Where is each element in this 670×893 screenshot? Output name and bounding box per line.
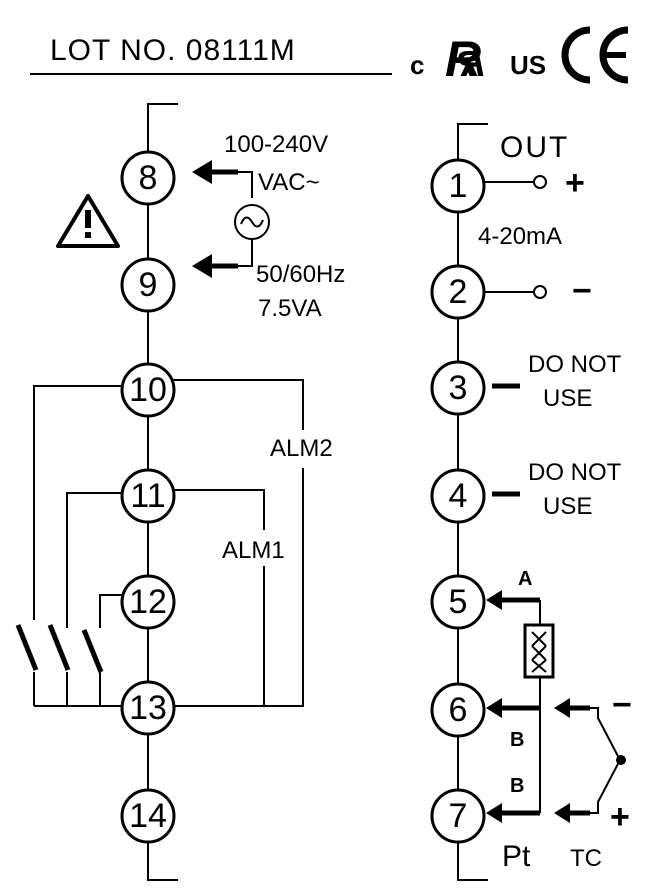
svg-text:5: 5 — [449, 583, 468, 621]
terminal-4: 4 — [430, 468, 486, 524]
ce-mark-icon — [561, 26, 629, 84]
power-arrow-8 — [192, 160, 238, 184]
power-wire-top — [238, 171, 253, 198]
power-voltage-label: 100-240V — [224, 131, 328, 158]
relay-wire-10 — [33, 385, 148, 620]
svg-text:14: 14 — [129, 797, 167, 835]
tc-wire-plus — [590, 759, 621, 814]
svg-text:7: 7 — [449, 797, 468, 835]
power-wire-bottom — [238, 240, 253, 267]
unused-3-line1: DO NOT — [528, 351, 622, 378]
svg-text:4: 4 — [449, 477, 468, 515]
left-terminal-block: 100-240V VAC~ 50/60Hz 7.5VA ALM2 ALM1 — [15, 103, 345, 881]
terminal-1: 1 — [430, 158, 486, 214]
rtd-a-label: A — [518, 568, 532, 590]
svg-text:2: 2 — [449, 273, 468, 311]
svg-text:3: 3 — [449, 369, 468, 407]
terminal-14: 14 — [120, 788, 176, 844]
power-arrow-9 — [192, 254, 238, 278]
warning-icon — [56, 194, 120, 248]
alm2-label: ALM2 — [270, 435, 333, 462]
ul-recognized-icon: R R — [445, 31, 484, 87]
terminal-7: 7 — [430, 788, 486, 844]
terminal-11: 11 — [120, 468, 176, 524]
terminal-3: 3 — [430, 360, 486, 416]
out-plus-sign: + — [565, 164, 585, 202]
tc-minus-sign: − — [612, 686, 632, 724]
ac-source-icon — [234, 204, 270, 240]
svg-text:9: 9 — [139, 266, 158, 304]
cert-us-text: US — [510, 50, 546, 80]
alm1-label: ALM1 — [222, 537, 285, 564]
svg-text:10: 10 — [129, 371, 167, 409]
rtd-arrow-7 — [486, 803, 540, 823]
rtd-element-icon — [523, 623, 555, 679]
svg-text:8: 8 — [139, 159, 158, 197]
out-current-label: 4-20mA — [478, 223, 562, 250]
cert-c-text: c — [410, 50, 424, 80]
svg-text:12: 12 — [129, 583, 167, 621]
svg-text:R: R — [445, 31, 481, 87]
relay-wire-12 — [99, 594, 124, 628]
tc-label: TC — [570, 845, 602, 872]
rtd-b-label-6: B — [510, 729, 524, 751]
svg-text:R: R — [458, 43, 484, 84]
svg-text:11: 11 — [130, 477, 165, 515]
lot-number: LOT NO. 08111M — [50, 34, 296, 67]
terminal-6: 6 — [430, 682, 486, 738]
terminal-13: 13 — [120, 680, 176, 736]
unused-4-line2: USE — [543, 493, 592, 520]
unused-4-line1: DO NOT — [528, 459, 622, 486]
svg-text:13: 13 — [129, 689, 167, 727]
pt-label: Pt — [502, 840, 531, 873]
terminal-12: 12 — [120, 574, 176, 630]
power-type-label: VAC~ — [258, 169, 320, 196]
terminal-2: 2 — [430, 264, 486, 320]
power-rating-label: 7.5VA — [258, 295, 322, 322]
tc-wire-minus — [590, 707, 621, 761]
svg-text:6: 6 — [449, 691, 468, 729]
rtd-b-label-7: B — [510, 775, 524, 797]
alm2-wire-bottom — [148, 468, 304, 707]
terminal-5: 5 — [430, 574, 486, 630]
power-frequency-label: 50/60Hz — [256, 261, 345, 288]
terminal-9: 9 — [120, 257, 176, 313]
terminal-8: 8 — [120, 150, 176, 206]
out-label: OUT — [500, 131, 569, 164]
tc-junction-icon — [616, 755, 626, 765]
certification-marks: c R R US — [410, 26, 629, 87]
out-plus-terminal-icon — [533, 175, 547, 189]
rtd-arrow-5 — [486, 590, 540, 610]
right-terminal-block: OUT + 4-20mA − DO NOT USE DO NOT USE — [430, 123, 632, 881]
out-minus-terminal-icon — [533, 285, 547, 299]
rtd-arrow-6 — [486, 698, 540, 718]
unused-3-line2: USE — [543, 385, 592, 412]
tc-plus-sign: + — [610, 798, 630, 836]
tc-arrow-7 — [554, 803, 590, 823]
tc-arrow-6 — [554, 698, 590, 718]
out-minus-sign: − — [572, 272, 592, 310]
alm1-wire-top — [148, 489, 265, 530]
svg-text:1: 1 — [449, 167, 468, 205]
relay-contact-icons — [15, 624, 104, 673]
alm2-wire-top — [148, 379, 304, 430]
terminal-10: 10 — [120, 362, 176, 418]
